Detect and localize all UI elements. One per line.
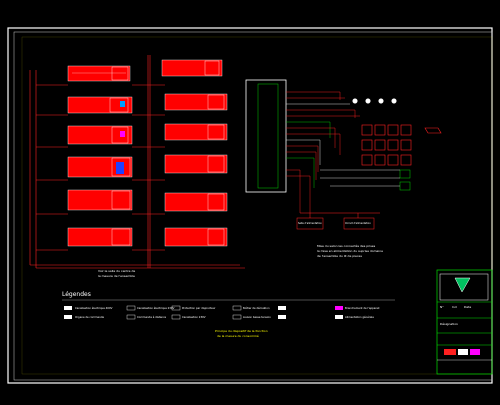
- left-caption-line-1: Voir le salle du centre de: [98, 269, 136, 273]
- feeder-lines: [36, 84, 165, 251]
- legend-item-8: Canalisation 230V: [182, 316, 206, 319]
- panel-3: [67, 125, 133, 145]
- legend-item-2: Canalisation électrique 230V: [137, 307, 175, 310]
- mid-box-label-2: Circuit d'alimentation: [345, 222, 371, 225]
- legend-item-7: Commande à distance: [137, 316, 167, 319]
- legend-item-5: Branchement de l'appareil: [345, 307, 380, 310]
- legend-item-6: Organe de commande: [75, 316, 104, 319]
- panel-6: [67, 227, 133, 247]
- panel-column-left: [67, 65, 133, 247]
- left-bus-lines: [29, 55, 245, 269]
- panel-column-middle: [161, 59, 228, 247]
- legend-item-4: Boîtier de dérivation: [243, 307, 270, 310]
- right-devices: [320, 98, 442, 191]
- legend-item-1: Canalisation électrique 400V: [75, 307, 113, 310]
- inner-frame: [13, 31, 493, 381]
- title-block-cell-1: N°: [440, 305, 444, 309]
- main-distribution-board: [245, 79, 287, 193]
- drawing-area-border: [21, 36, 493, 375]
- legend-item-9: Liaison basse tension: [243, 316, 271, 319]
- left-caption-line-2: la mesure de l'ensemble: [98, 274, 135, 278]
- legend-item-3: Protection par disjoncteur: [182, 307, 216, 310]
- panel-5: [67, 189, 133, 211]
- mid-box-label-1: Salle d'alimentation: [298, 222, 322, 225]
- title-block-cell-2: Ind: [452, 305, 457, 309]
- center-caption-line-2: de la mesure du consommé: [217, 334, 259, 338]
- panel-2: [67, 96, 133, 114]
- panel-1: [67, 65, 131, 82]
- title-block-cell-4: Désignation: [440, 322, 458, 326]
- legend-title: Légendes: [62, 291, 91, 298]
- secondary-feeder-boxes: [296, 212, 380, 230]
- fanout-wires: [286, 91, 360, 213]
- right-caption-line-2: la mise en alimentation du suprise domai…: [317, 249, 383, 253]
- right-caption-line-1: Mise du salon les connectés des prises: [317, 244, 376, 248]
- legend-box: [62, 299, 395, 320]
- title-block: [436, 269, 493, 375]
- title-block-cell-3: Date: [464, 305, 472, 309]
- panel-4: [67, 156, 133, 178]
- center-caption-line-1: Principe du dispositif de la fonction: [215, 329, 268, 333]
- right-caption-line-3: de l'ensemble du lit de pieces: [317, 254, 362, 258]
- legend-item-10: Alimentation générale: [345, 316, 374, 319]
